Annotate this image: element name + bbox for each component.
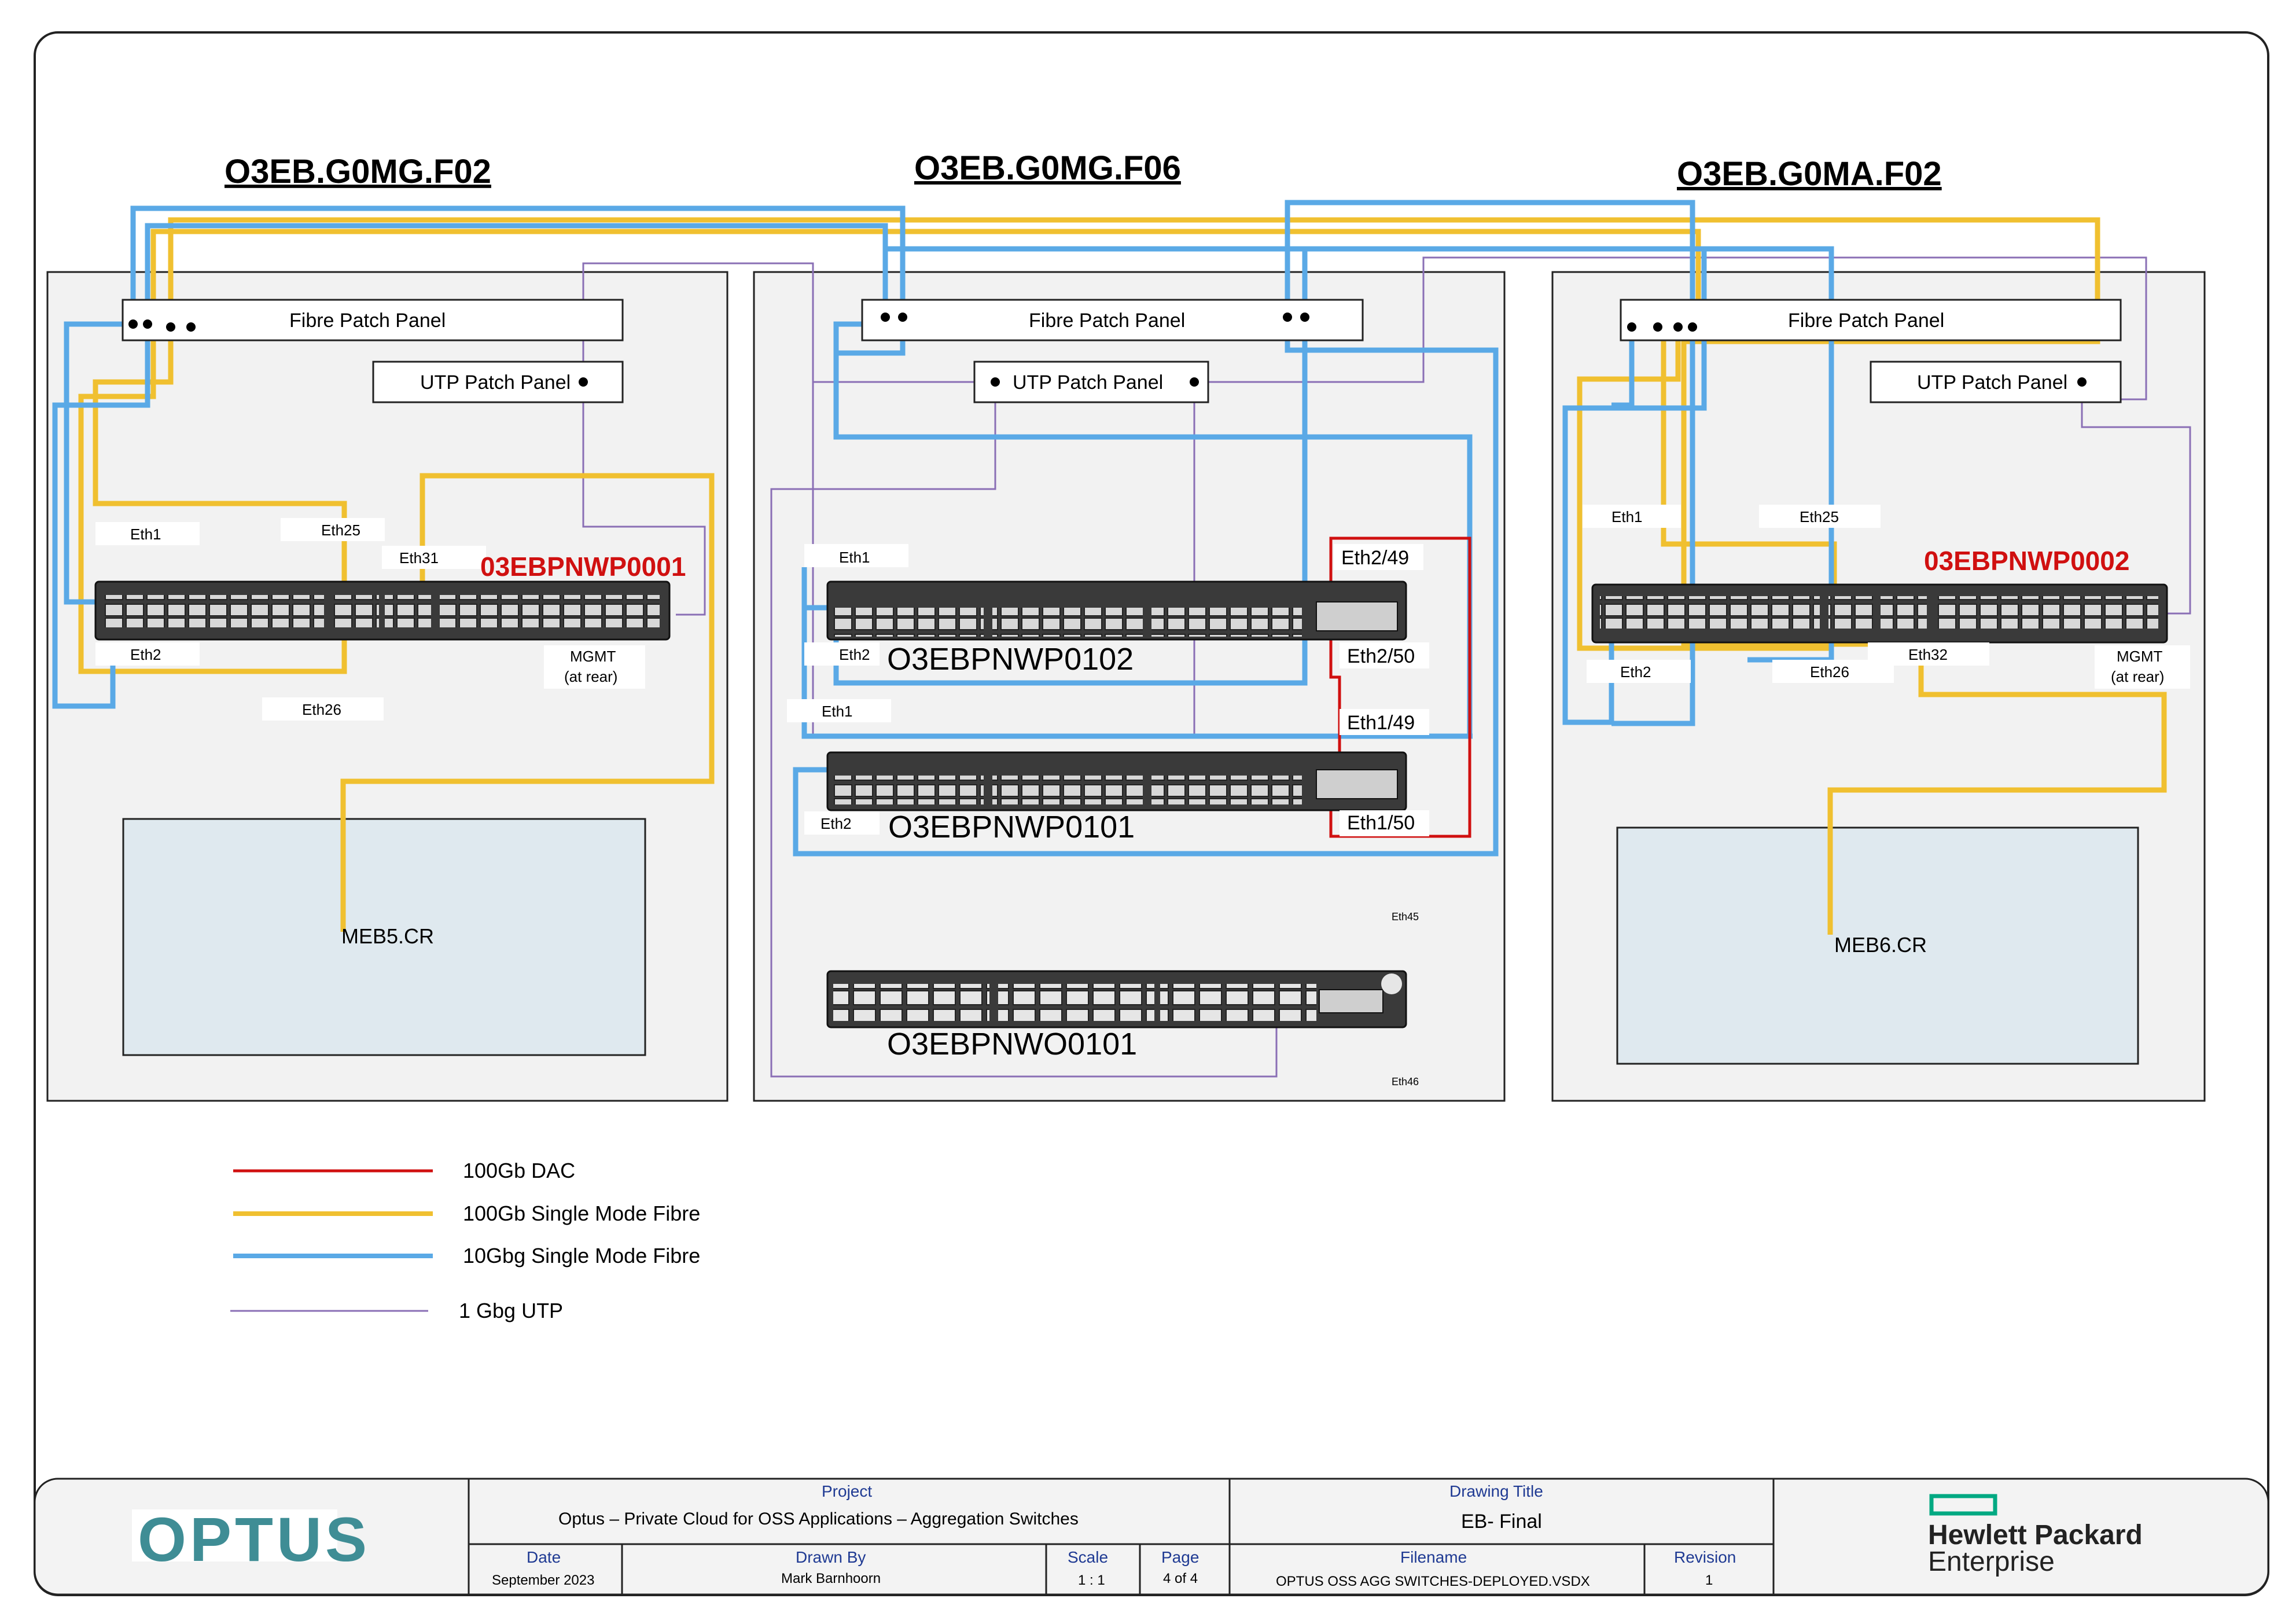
legend-smf100: 100Gb Single Mode Fibre xyxy=(463,1202,700,1225)
legend-dac: 100Gb DAC xyxy=(463,1159,575,1182)
rack3-port-labels: Eth1 Eth25 03EBPNWP0002 Eth2 Eth26 Eth32… xyxy=(1583,505,2190,957)
hpe-logo-bar xyxy=(1929,1494,1997,1516)
rack2-utp-panel: UTP Patch Panel xyxy=(973,361,1209,403)
tb-drawing-title-value: EB- Final xyxy=(1461,1511,1542,1533)
tb-drawn-by-value: Mark Barnhoorn xyxy=(781,1571,881,1586)
rack3-label-eth25: Eth25 xyxy=(1800,508,1839,526)
rack3-label-eth26: Eth26 xyxy=(1810,663,1849,681)
rack-title-3: O3EB.G0MA.F02 xyxy=(1677,155,1942,193)
rack2-port-labels: Eth1 Eth2 O3EBPNWP0102 Eth2/49 Eth2/50 E… xyxy=(787,544,1429,1087)
rack2-label-eth45: Eth45 xyxy=(1392,911,1419,923)
tb-revision-value: 1 xyxy=(1705,1572,1713,1588)
smf100-cables xyxy=(78,217,2167,935)
rack2-label-a-eth250: Eth2/50 xyxy=(1347,645,1415,667)
switch-03ebpnwp0002 xyxy=(1591,583,2168,644)
rack1-switch-name: 03EBPNWP0001 xyxy=(480,552,686,582)
switch-o3ebpnwo0101 xyxy=(826,970,1407,1028)
rack3-fibre-panel-label: Fibre Patch Panel xyxy=(1788,310,1944,332)
rack-title-2: O3EB.G0MG.F06 xyxy=(914,149,1181,187)
optus-logo: OPTUS xyxy=(138,1504,370,1574)
rack2-switch-c-name: O3EBPNWO0101 xyxy=(887,1027,1137,1061)
tb-filename-value: OPTUS OSS AGG SWITCHES-DEPLOYED.VSDX xyxy=(1276,1574,1590,1589)
tb-page-value: 4 of 4 xyxy=(1163,1571,1198,1586)
rack2-fibre-panel-label: Fibre Patch Panel xyxy=(1029,310,1185,332)
rack2-label-b-eth2: Eth2 xyxy=(820,815,852,832)
tb-date-value: September 2023 xyxy=(492,1572,594,1588)
rack3-label-mgmt: MGMT xyxy=(2117,648,2163,665)
rack3-utp-panel-label: UTP Patch Panel xyxy=(1917,372,2067,394)
rack3-switch-name: 03EBPNWP0002 xyxy=(1924,546,2129,576)
rack3-cr-label: MEB6.CR xyxy=(1834,933,1927,957)
rack1-port-labels: Eth1 Eth25 Eth31 Eth2 Eth26 MGMT (at rea… xyxy=(95,518,686,948)
rack2-label-b-eth150: Eth1/50 xyxy=(1347,812,1415,834)
title-block: OPTUS Project Optus – Private Cloud for … xyxy=(34,1478,2269,1596)
rack1-cr-label: MEB5.CR xyxy=(341,924,434,948)
rack2-utp-panel-label: UTP Patch Panel xyxy=(1013,372,1163,394)
rack1-label-mgmt: MGMT xyxy=(570,648,616,665)
rack1-label-eth26: Eth26 xyxy=(302,701,341,718)
rack1-label-eth25: Eth25 xyxy=(321,521,360,539)
tb-page-label: Page xyxy=(1161,1548,1199,1566)
rack1-utp-panel-label: UTP Patch Panel xyxy=(420,372,571,394)
rack1-fibre-panel-label: Fibre Patch Panel xyxy=(289,310,446,332)
rack1-label-eth31: Eth31 xyxy=(399,549,439,567)
rack1-label-eth1: Eth1 xyxy=(130,526,161,543)
cr-box-3 xyxy=(1616,826,2139,1065)
rack3-label-eth2: Eth2 xyxy=(1620,663,1651,681)
rack1-label-mgmt-sub: (at rear) xyxy=(564,668,617,685)
rack2-fibre-panel: Fibre Patch Panel xyxy=(861,299,1364,341)
legend-smf10: 10Gbg Single Mode Fibre xyxy=(463,1244,700,1267)
tb-scale-label: Scale xyxy=(1068,1548,1108,1566)
tb-date-label: Date xyxy=(527,1548,561,1566)
rack3-fibre-panel: Fibre Patch Panel xyxy=(1620,299,2122,341)
rack2-switch-a-name: O3EBPNWP0102 xyxy=(887,642,1134,677)
rack3-label-eth1: Eth1 xyxy=(1611,508,1643,526)
tb-project-value: Optus – Private Cloud for OSS Applicatio… xyxy=(558,1509,1079,1529)
switch-o3ebpnwp0101 xyxy=(826,751,1407,811)
tb-scale-value: 1 : 1 xyxy=(1078,1572,1105,1588)
rack-title-1: O3EB.G0MG.F02 xyxy=(225,153,491,190)
switch-03ebpnwp0001 xyxy=(94,580,671,641)
rack2-switch-b-name: O3EBPNWP0101 xyxy=(888,810,1135,844)
rack1-label-eth2: Eth2 xyxy=(130,646,161,663)
tb-project-label: Project xyxy=(822,1482,872,1500)
rack3-label-mgmt-sub: (at rear) xyxy=(2111,668,2164,685)
rack1-fibre-panel: Fibre Patch Panel xyxy=(122,299,624,341)
rack-box-2 xyxy=(753,271,1506,1102)
rack2-label-b-eth1: Eth1 xyxy=(822,703,853,720)
tb-revision-label: Revision xyxy=(1674,1548,1736,1566)
rack1-utp-panel: UTP Patch Panel xyxy=(372,361,624,403)
rack2-label-eth46: Eth46 xyxy=(1392,1076,1419,1087)
switch-o3ebpnwp0102 xyxy=(826,580,1407,641)
legend: 100Gb DAC 100Gb Single Mode Fibre 10Gbg … xyxy=(230,1159,700,1322)
connector-dots xyxy=(128,313,2087,387)
tb-filename-label: Filename xyxy=(1400,1548,1467,1566)
rack2-label-a-eth249: Eth2/49 xyxy=(1341,547,1409,569)
tb-drawn-by-label: Drawn By xyxy=(796,1548,866,1566)
rack3-label-eth32: Eth32 xyxy=(1908,646,1948,663)
hpe-logo-line1: Hewlett Packard xyxy=(1928,1520,2143,1550)
tb-drawing-title-label: Drawing Title xyxy=(1449,1482,1543,1500)
legend-utp: 1 Gbg UTP xyxy=(459,1299,563,1322)
rack2-label-a-eth1: Eth1 xyxy=(839,549,870,566)
cr-box-1 xyxy=(122,818,646,1056)
hpe-logo-line2: Enterprise xyxy=(1928,1546,2055,1577)
rack2-label-b-eth149: Eth1/49 xyxy=(1347,712,1415,734)
rack2-label-a-eth2: Eth2 xyxy=(839,646,870,663)
